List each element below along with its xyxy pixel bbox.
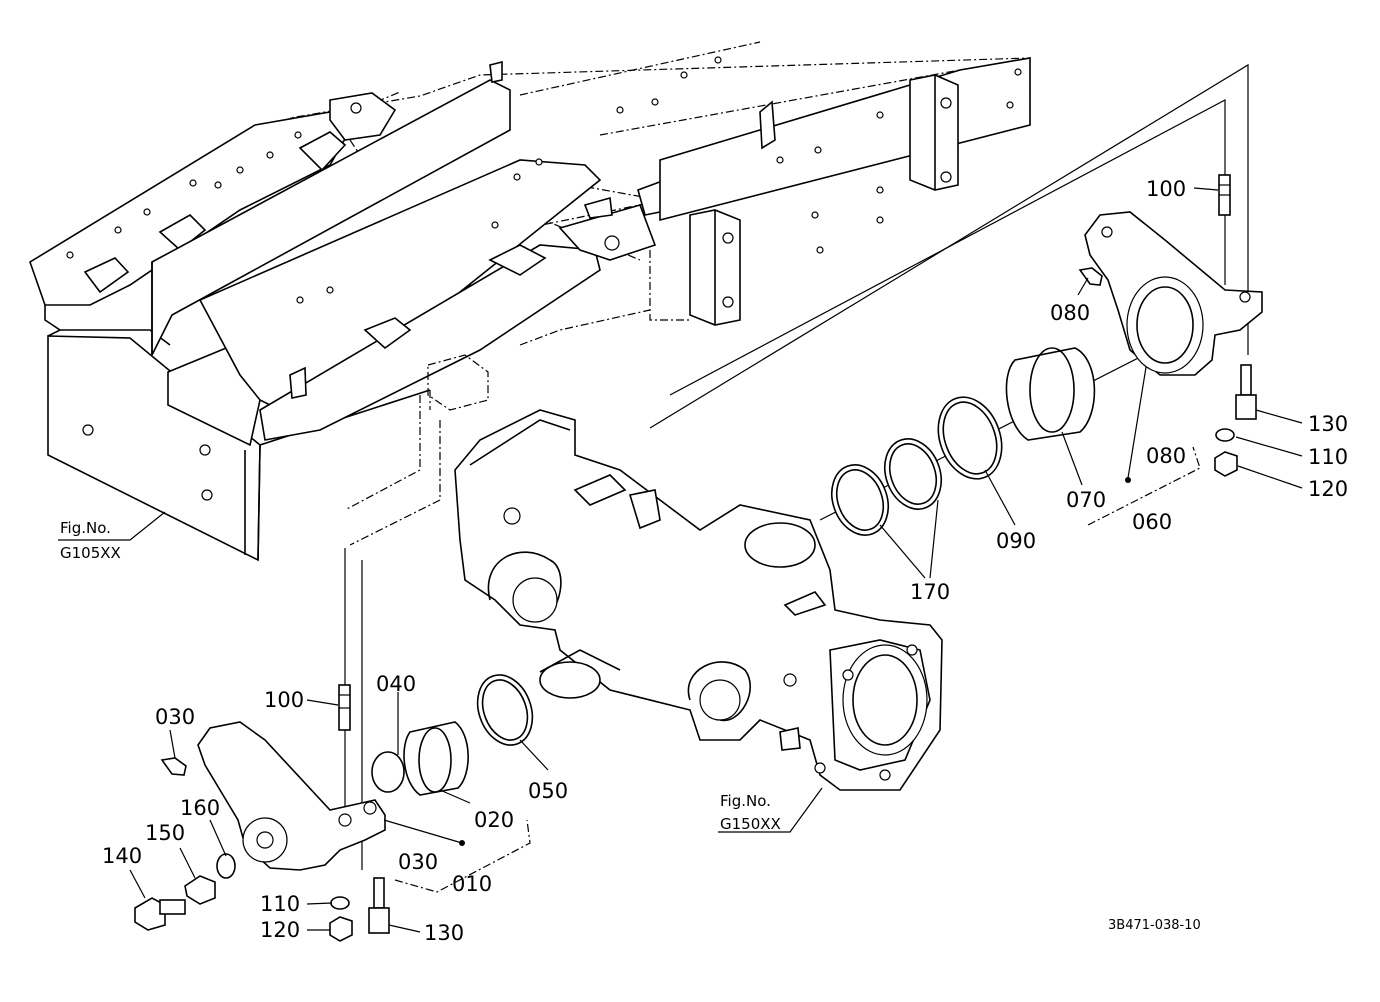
label-040: 040	[376, 672, 416, 696]
axle-fig-code: G150XX	[720, 815, 781, 833]
axle-housing	[454, 409, 943, 791]
label-080-top: 080	[1050, 301, 1090, 325]
label-110-right: 110	[1308, 445, 1348, 469]
label-010: 010	[452, 872, 492, 896]
label-150: 150	[145, 821, 185, 845]
label-120-bottom: 120	[260, 918, 300, 942]
right-parts-group	[830, 174, 1263, 536]
left-parts-group	[134, 674, 534, 942]
drawing-code: 3B471-038-10	[1108, 918, 1201, 933]
label-110-bottom: 110	[260, 892, 300, 916]
label-120-right: 120	[1308, 477, 1348, 501]
label-070: 070	[1066, 488, 1106, 512]
frame-fig-label: Fig.No.	[60, 519, 111, 537]
label-050: 050	[528, 779, 568, 803]
part-labels: 100 080 130 110 120 080 070 060 090 170 …	[102, 177, 1348, 945]
leader-lines	[344, 63, 1249, 870]
label-030-left: 030	[155, 705, 195, 729]
label-080-group: 080	[1146, 444, 1186, 468]
label-060: 060	[1132, 510, 1172, 534]
label-170: 170	[910, 580, 950, 604]
label-130-right: 130	[1308, 412, 1348, 436]
label-030-group: 030	[398, 850, 438, 874]
label-100-top: 100	[1146, 177, 1186, 201]
label-100-bottom: 100	[264, 688, 304, 712]
label-140: 140	[102, 844, 142, 868]
axle-fig-label: Fig.No.	[720, 792, 771, 810]
label-020: 020	[474, 808, 514, 832]
frame-assembly	[29, 41, 1031, 562]
callout-leaders	[58, 187, 1303, 933]
frame-fig-code: G105XX	[60, 544, 121, 562]
label-130-bottom: 130	[424, 921, 464, 945]
label-160: 160	[180, 796, 220, 820]
figure-references: Fig.No. G105XX Fig.No. G150XX 3B471-038-…	[60, 519, 1201, 933]
label-090: 090	[996, 529, 1036, 553]
